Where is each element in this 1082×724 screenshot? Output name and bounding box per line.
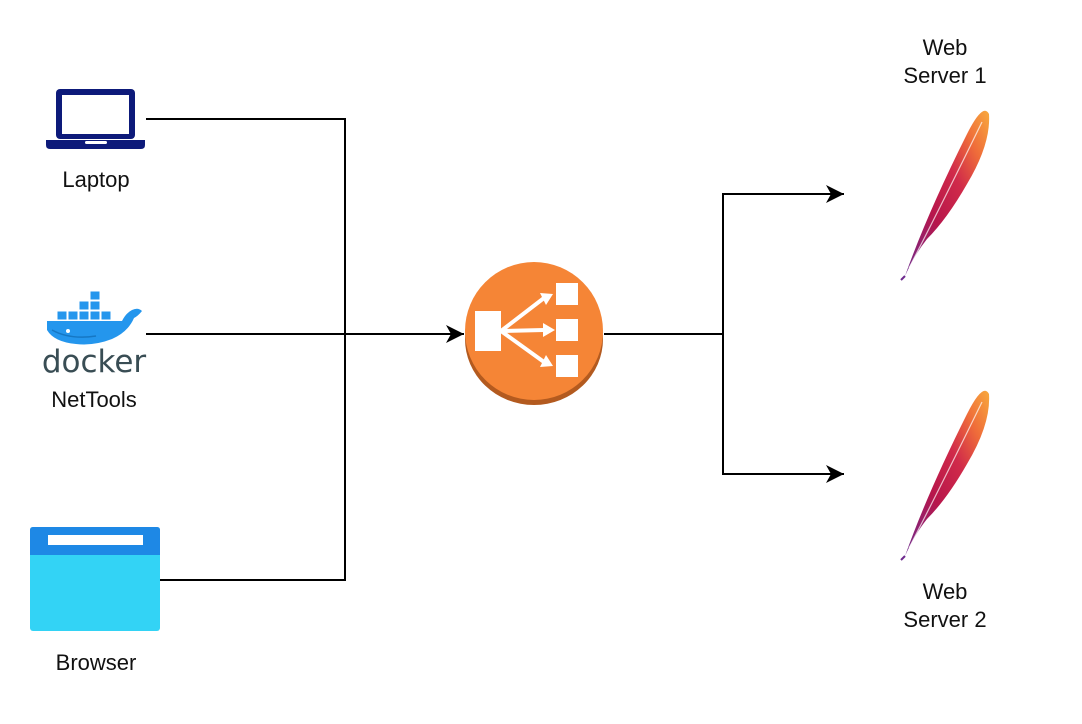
web-server-2-label: Web Server 2: [885, 578, 1005, 634]
nettools-label: NetTools: [51, 387, 137, 412]
laptop-connector: [146, 118, 346, 334]
web-server-2-label-line1: Web: [922, 579, 968, 604]
docker-logo-text: docker: [42, 344, 147, 380]
web-server-2-label-line2: Server 2: [903, 607, 987, 632]
web-server-1-label: Web Server 1: [885, 34, 1005, 90]
laptop-label: Laptop: [62, 167, 130, 192]
server1-connector: [722, 185, 844, 334]
browser-connector: [160, 334, 346, 581]
web-server-1-label-line2: Server 1: [903, 63, 987, 88]
docker-whale-icon[interactable]: [47, 290, 142, 345]
apache-feather-icon[interactable]: [900, 110, 990, 281]
server-connectors: [604, 185, 844, 483]
browser-label: Browser: [55, 650, 137, 675]
client-connectors: [146, 118, 464, 581]
load-balancer-icon[interactable]: [465, 262, 603, 405]
apache-feather-icon[interactable]: [900, 390, 990, 561]
browser-window-icon[interactable]: [30, 527, 160, 631]
server2-connector: [722, 334, 844, 483]
laptop-icon[interactable]: [46, 89, 145, 149]
web-server-1-label-line1: Web: [922, 35, 968, 60]
